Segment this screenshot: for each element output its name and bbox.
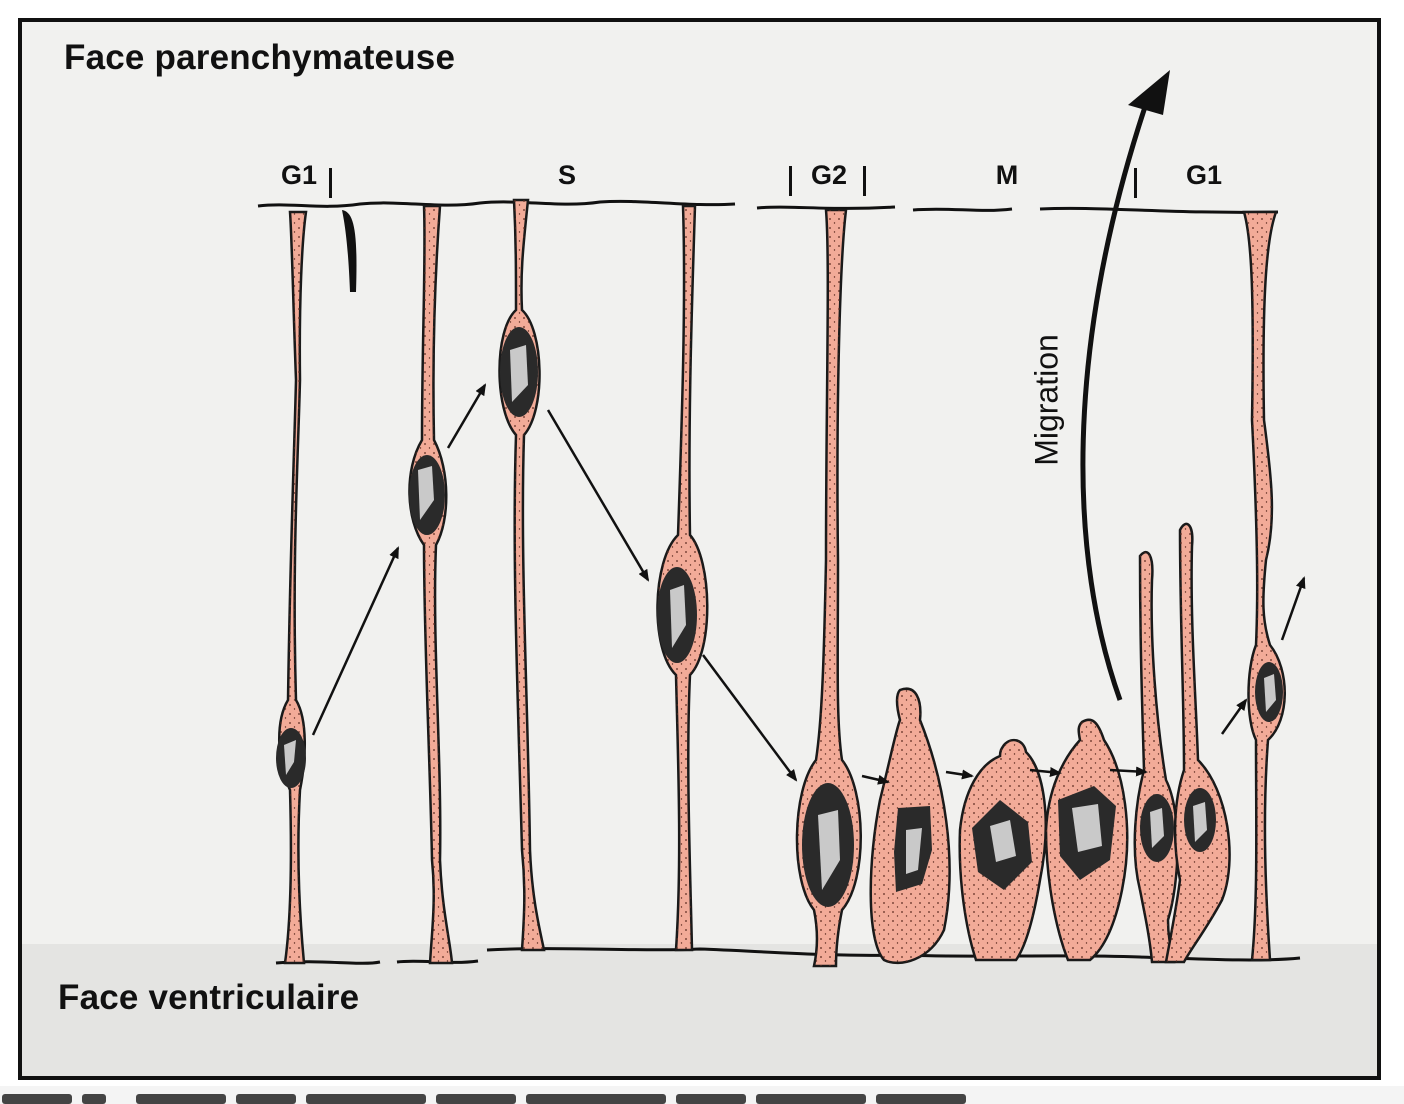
arrow-m-3: [1109, 766, 1148, 777]
arrow-g1-to-s: [311, 546, 400, 736]
phase-label-m: M: [995, 160, 1019, 190]
arrow-m-2: [1029, 767, 1062, 777]
phase-label-g1-start: G1: [280, 160, 318, 190]
cropped-caption-strip: [0, 1086, 1404, 1104]
arrow-to-g1: [1220, 698, 1248, 735]
phase-separator: [789, 166, 792, 196]
arrow-s-descend: [546, 409, 650, 582]
cell-m1: [869, 687, 951, 965]
phase-label-g2: G2: [810, 160, 848, 190]
daughter-cell-right: [1164, 522, 1231, 964]
daughter-cell-left: [1133, 550, 1179, 964]
arrow-m-1: [945, 769, 974, 780]
arrow-to-g2: [701, 654, 798, 782]
cell-g2: [795, 208, 862, 968]
arrow-s-rise: [446, 383, 487, 449]
migration-arrowhead: [1128, 70, 1170, 115]
cell-s-top: [498, 198, 546, 952]
nuclear-movement-arrows: [311, 383, 1306, 785]
phase-separator: [329, 168, 332, 198]
cell-s-descending: [656, 204, 709, 952]
cell-m2: [958, 738, 1047, 962]
cell-m3: [1044, 718, 1129, 962]
phase-separator: [1134, 168, 1137, 198]
parenchymal-face-label: Face parenchymateuse: [64, 38, 456, 77]
phase-label-s: S: [557, 160, 577, 190]
short-process: [342, 210, 357, 292]
parenchymal-surface-line: [257, 199, 1279, 214]
figure-frame: [18, 18, 1381, 1080]
arrow-g2-to-m: [861, 774, 890, 785]
migration-label: Migration: [1028, 334, 1065, 466]
cell-s-rising: [408, 204, 454, 965]
arrow-g1-up: [1280, 576, 1306, 641]
phase-separator: [863, 166, 866, 196]
ventricular-face-label: Face ventriculaire: [58, 978, 360, 1017]
ventricular-zone-band: [22, 944, 1377, 1076]
migration-arrow: [1080, 70, 1170, 701]
cell-g1-start: [276, 210, 308, 965]
phase-label-g1-end: G1: [1185, 160, 1223, 190]
cell-g1-end: [1242, 210, 1286, 962]
